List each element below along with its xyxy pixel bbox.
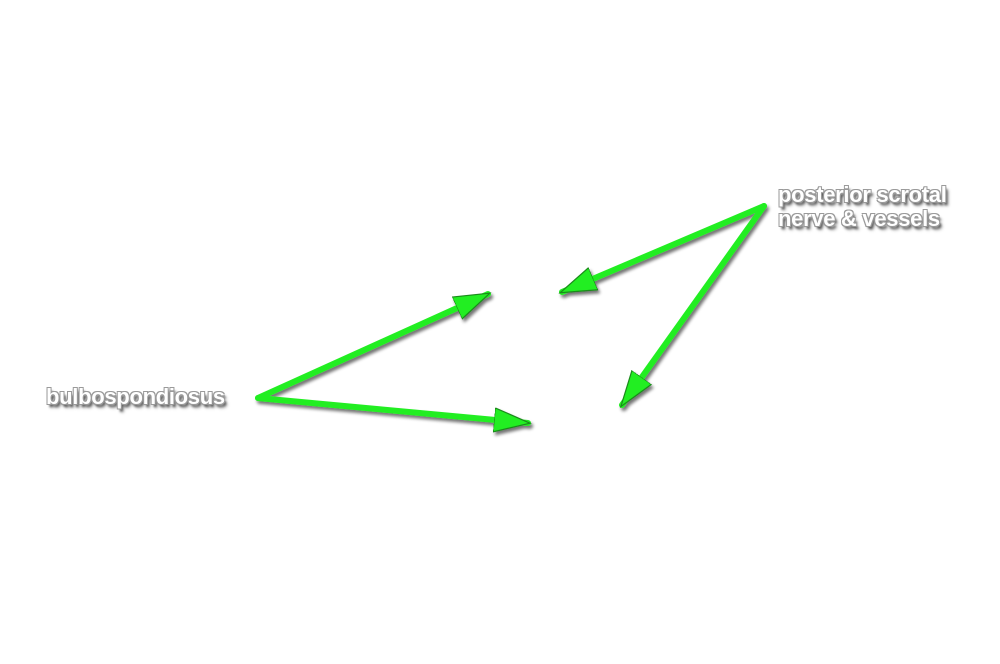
- arrow-scrotal-left: [562, 203, 767, 295]
- label-posterior-scrotal-line2: nerve & vessels: [778, 206, 940, 231]
- arrow-bulbo-lower: [255, 395, 528, 423]
- label-posterior-scrotal-line1: posterior scrotal: [778, 182, 947, 207]
- label-bulbospondiosus-text: bulbospondiosus: [46, 384, 225, 409]
- label-bulbospondiosus: bulbospondiosus: [46, 385, 225, 409]
- arrow-bulbo-upper: [255, 291, 488, 401]
- label-posterior-scrotal: posterior scrotal nerve & vessels: [778, 183, 947, 231]
- arrow-scrotal-down: [619, 203, 767, 405]
